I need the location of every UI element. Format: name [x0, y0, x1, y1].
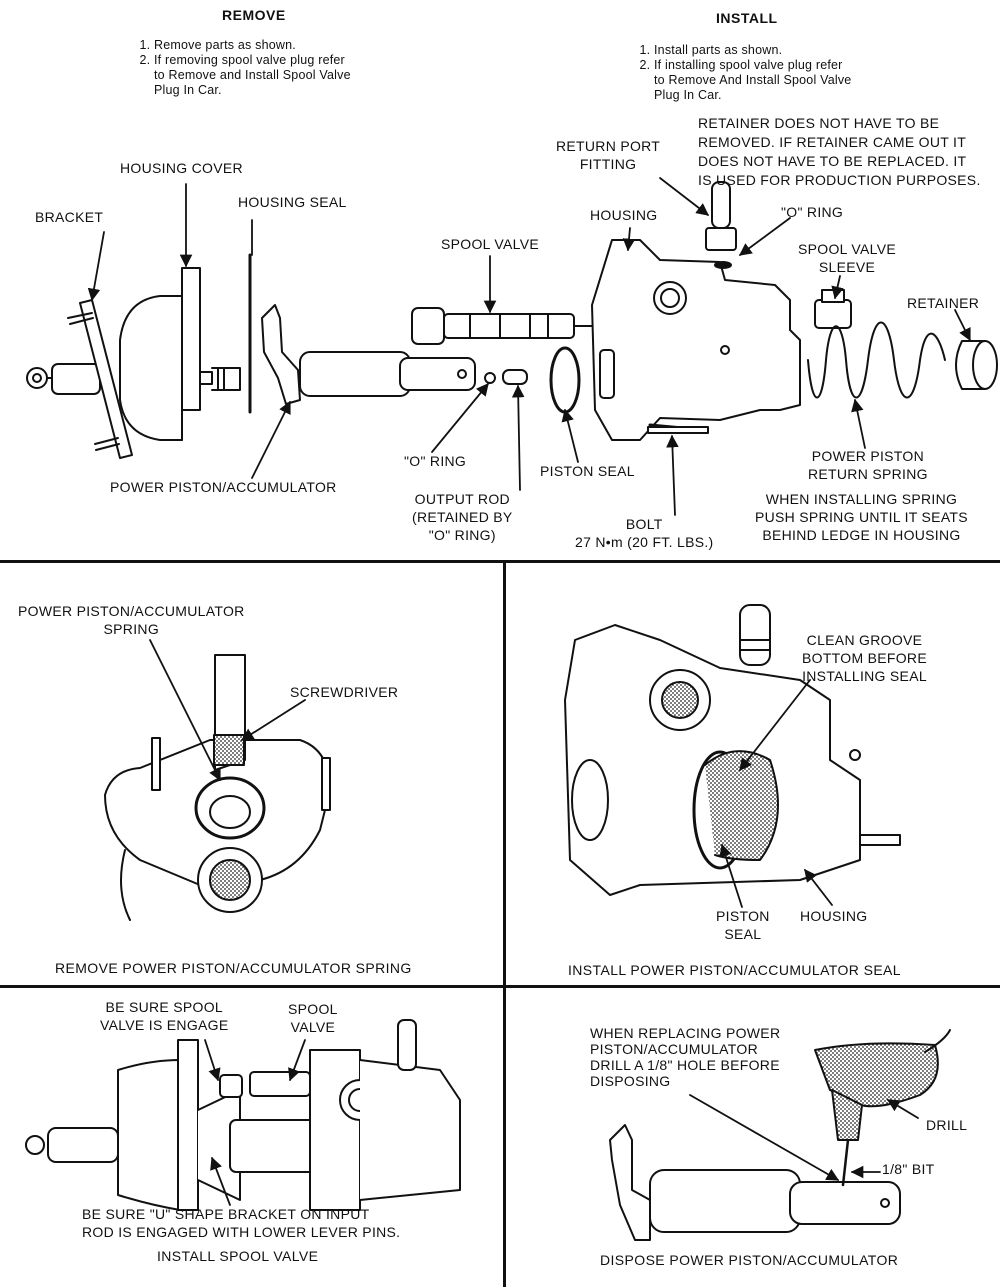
label-housing: HOUSING: [590, 207, 658, 223]
label-housing-seal: HOUSING SEAL: [238, 194, 347, 210]
label-spring-note: WHEN INSTALLING SPRING PUSH SPRING UNTIL…: [755, 491, 968, 543]
label-spool-valve: SPOOL VALVE: [441, 236, 539, 252]
label-screwdriver: SCREWDRIVER: [290, 684, 399, 700]
caption-install-spool: INSTALL SPOOL VALVE: [157, 1248, 319, 1264]
install-heading: INSTALL: [716, 10, 778, 26]
label-spool-valve-panel: SPOOL VALVE: [288, 1001, 338, 1035]
leader-lines-top: [87, 177, 971, 516]
label-clean-groove: CLEAN GROOVE BOTTOM BEFORE INSTALLING SE…: [802, 632, 927, 684]
label-output-rod: OUTPUT ROD (RETAINED BY "O" RING): [412, 491, 513, 543]
label-accumulator-spring: POWER PISTON/ACCUMULATOR SPRING: [18, 603, 245, 637]
housing-part: [591, 239, 801, 441]
label-bracket: BRACKET: [35, 209, 104, 225]
caption-install-seal: INSTALL POWER PISTON/ACCUMULATOR SEAL: [568, 962, 901, 978]
remove-step-1: Remove parts as shown.: [154, 38, 392, 53]
divider-vertical: [503, 562, 506, 1287]
label-housing-cover: HOUSING COVER: [120, 160, 243, 176]
housing-cover-part: [119, 267, 241, 441]
remove-spring-illustration: [104, 654, 331, 921]
divider-middle: [0, 985, 1000, 988]
retainer-part: [955, 340, 998, 390]
label-return-spring: POWER PISTON RETURN SPRING: [808, 448, 928, 482]
label-o-ring-bottom: "O" RING: [404, 453, 467, 469]
label-be-sure-spool: BE SURE SPOOL VALVE IS ENGAGE: [100, 999, 229, 1033]
label-drill: DRILL: [926, 1117, 968, 1133]
caption-dispose: DISPOSE POWER PISTON/ACCUMULATOR: [600, 1252, 899, 1268]
label-bit: 1/8" BIT: [882, 1161, 935, 1177]
install-seal-illustration: [564, 604, 901, 896]
label-return-port-fitting: RETURN PORT FITTING: [556, 138, 661, 172]
divider-top: [0, 560, 1000, 563]
remove-heading: REMOVE: [222, 7, 286, 23]
install-step-2: If installing spool valve plug refer to …: [654, 58, 854, 103]
label-retainer: RETAINER: [907, 295, 980, 311]
install-spool-illustration: [25, 1019, 461, 1211]
bolt-part: [647, 426, 709, 434]
label-piston-seal-panel: PISTON SEAL: [716, 908, 770, 942]
label-piston-seal: PISTON SEAL: [540, 463, 635, 479]
dispose-illustration: [609, 1029, 951, 1241]
install-steps: Install parts as shown. If installing sp…: [632, 43, 892, 103]
input-rod-part: [26, 363, 101, 395]
bracket-part: [67, 299, 133, 459]
label-bolt: BOLT 27 N•m (20 FT. LBS.): [575, 516, 714, 550]
label-dispose-note: WHEN REPLACING POWER PISTON/ACCUMULATOR …: [590, 1025, 781, 1089]
label-o-ring-top: "O" RING: [781, 204, 844, 220]
spool-valve-part: [411, 307, 601, 345]
retainer-note: RETAINER DOES NOT HAVE TO BE REMOVED. IF…: [698, 115, 981, 188]
label-u-bracket: BE SURE "U" SHAPE BRACKET ON INPUT ROD I…: [82, 1206, 401, 1240]
label-power-piston-accumulator: POWER PISTON/ACCUMULATOR: [110, 479, 337, 495]
return-port-fitting-part: [705, 181, 737, 269]
caption-remove-spring: REMOVE POWER PISTON/ACCUMULATOR SPRING: [55, 960, 412, 976]
o-ring-part: [484, 372, 496, 384]
install-step-1: Install parts as shown.: [654, 43, 892, 58]
output-rod-part: [502, 369, 528, 385]
label-spool-valve-sleeve: SPOOL VALVE SLEEVE: [798, 241, 896, 275]
spool-valve-sleeve-part: [814, 289, 852, 329]
label-housing-panel: HOUSING: [800, 908, 868, 924]
return-spring-part: [807, 321, 946, 399]
power-piston-accumulator-part: [261, 304, 476, 405]
remove-step-2: If removing spool valve plug refer to Re…: [154, 53, 354, 98]
piston-seal-part: [549, 346, 581, 414]
remove-steps: Remove parts as shown. If removing spool…: [132, 38, 392, 98]
